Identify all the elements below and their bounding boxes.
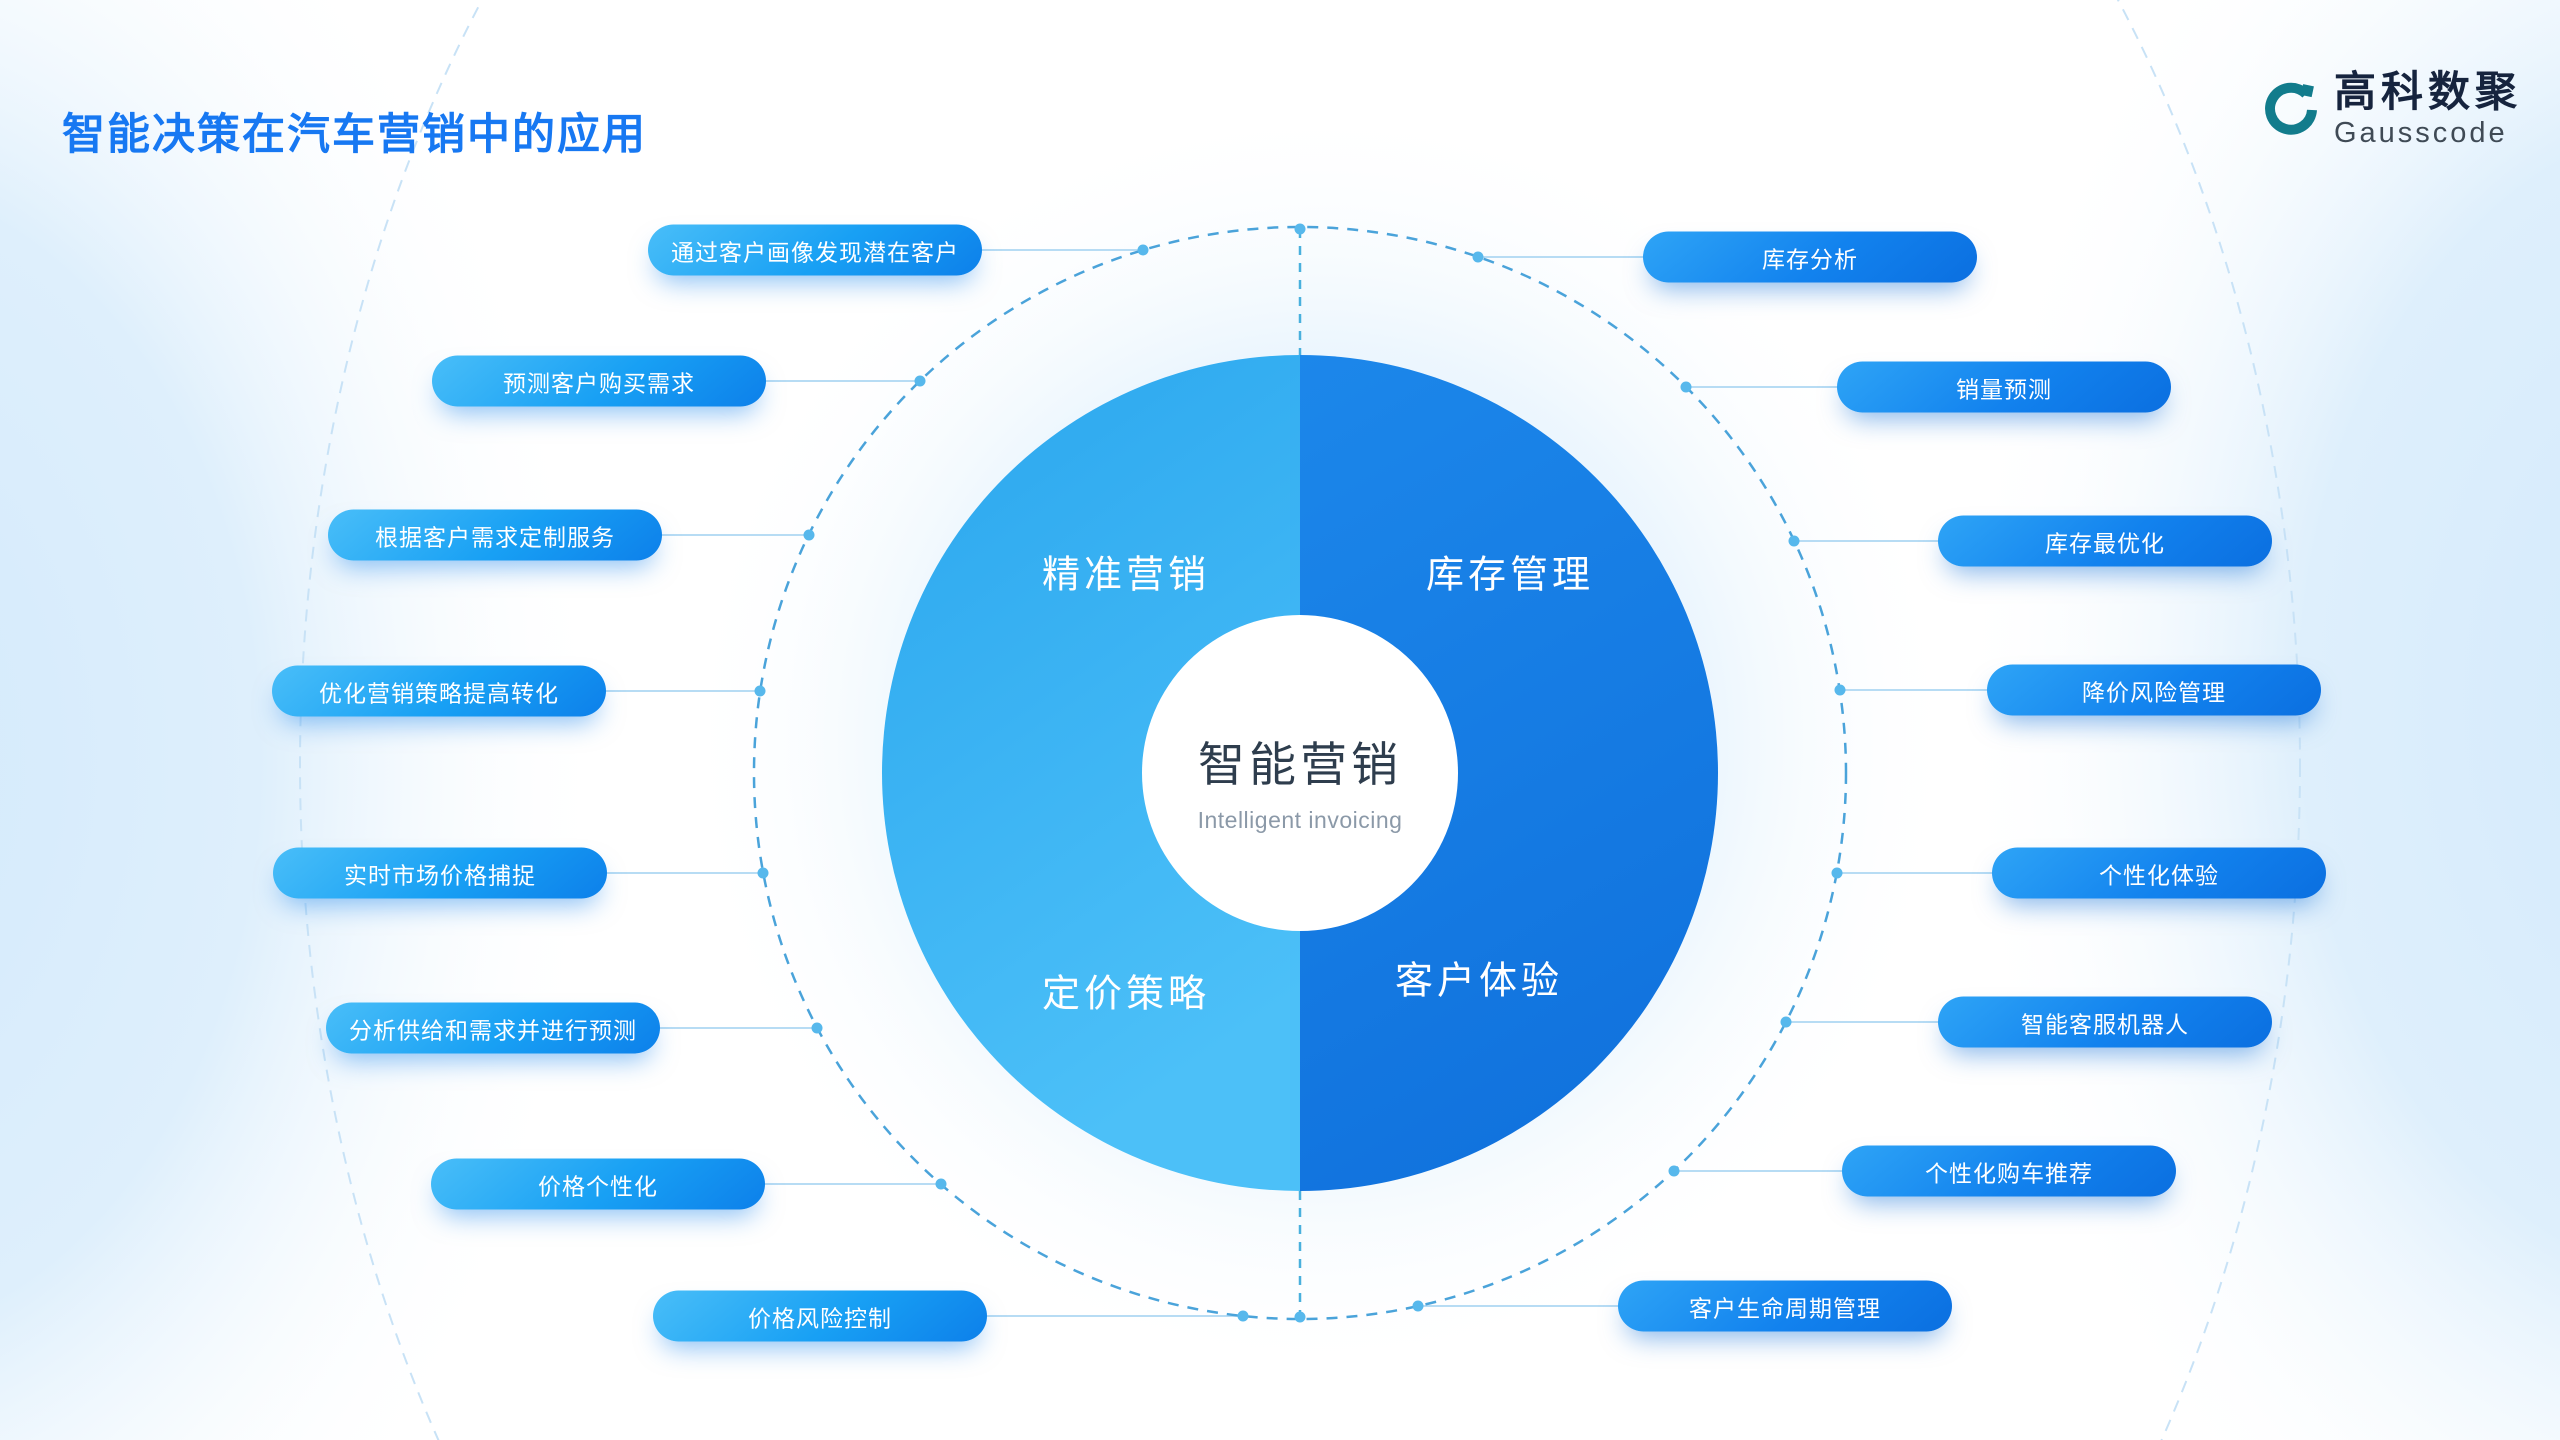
page-title: 智能决策在汽车营销中的应用 — [62, 111, 647, 159]
hub-label: 智能营销 Intelligent invoicing — [1198, 726, 1403, 834]
quadrant-label-customer-experience: 客户体验 — [1394, 960, 1564, 1003]
pill-left-3: 优化营销策略提高转化 — [272, 665, 606, 717]
pill-left-7: 价格风险控制 — [653, 1290, 987, 1342]
outer-dashed-ellipse — [299, 0, 2301, 1440]
quadrant-label-precision-marketing: 精准营销 — [1041, 554, 1211, 597]
pill-right-1: 销量预测 — [1837, 361, 2171, 413]
pill-right-0: 库存分析 — [1643, 231, 1977, 283]
quadrant-label-pricing-strategy: 定价策略 — [1041, 973, 1211, 1016]
logo-icon — [2265, 82, 2317, 135]
logo-text: 高科数聚 Gausscode — [2333, 68, 2522, 150]
pill-right-5: 智能客服机器人 — [1938, 996, 2272, 1048]
logo-subtitle: Gausscode — [2333, 117, 2508, 150]
dashed-ring — [752, 225, 1848, 1321]
pill-right-6: 个性化购车推荐 — [1842, 1145, 2176, 1197]
pill-left-0: 通过客户画像发现潜在客户 — [648, 224, 982, 276]
pill-right-7: 客户生命周期管理 — [1618, 1280, 1952, 1332]
pie-left-half — [882, 355, 1300, 1191]
pie-right-half — [1300, 355, 1718, 1191]
quadrant-label-inventory-management: 库存管理 — [1425, 554, 1595, 597]
pill-left-5: 分析供给和需求并进行预测 — [326, 1002, 660, 1054]
pill-right-4: 个性化体验 — [1992, 847, 2326, 899]
logo-name: 高科数聚 — [2333, 68, 2522, 115]
pill-left-2: 根据客户需求定制服务 — [328, 509, 662, 561]
connector-dots — [754, 223, 1846, 1323]
pill-left-6: 价格个性化 — [431, 1158, 765, 1210]
hub-subtitle: Intelligent invoicing — [1197, 807, 1403, 833]
logo: 高科数聚 Gausscode — [2262, 68, 2522, 150]
pill-left-4: 实时市场价格捕捉 — [273, 847, 607, 899]
pill-left-1: 预测客户购买需求 — [432, 355, 766, 407]
pill-right-2: 库存最优化 — [1938, 515, 2272, 567]
pill-right-3: 降价风险管理 — [1987, 664, 2321, 716]
hub-title: 智能营销 — [1198, 738, 1402, 791]
hub-circle — [1142, 615, 1458, 931]
